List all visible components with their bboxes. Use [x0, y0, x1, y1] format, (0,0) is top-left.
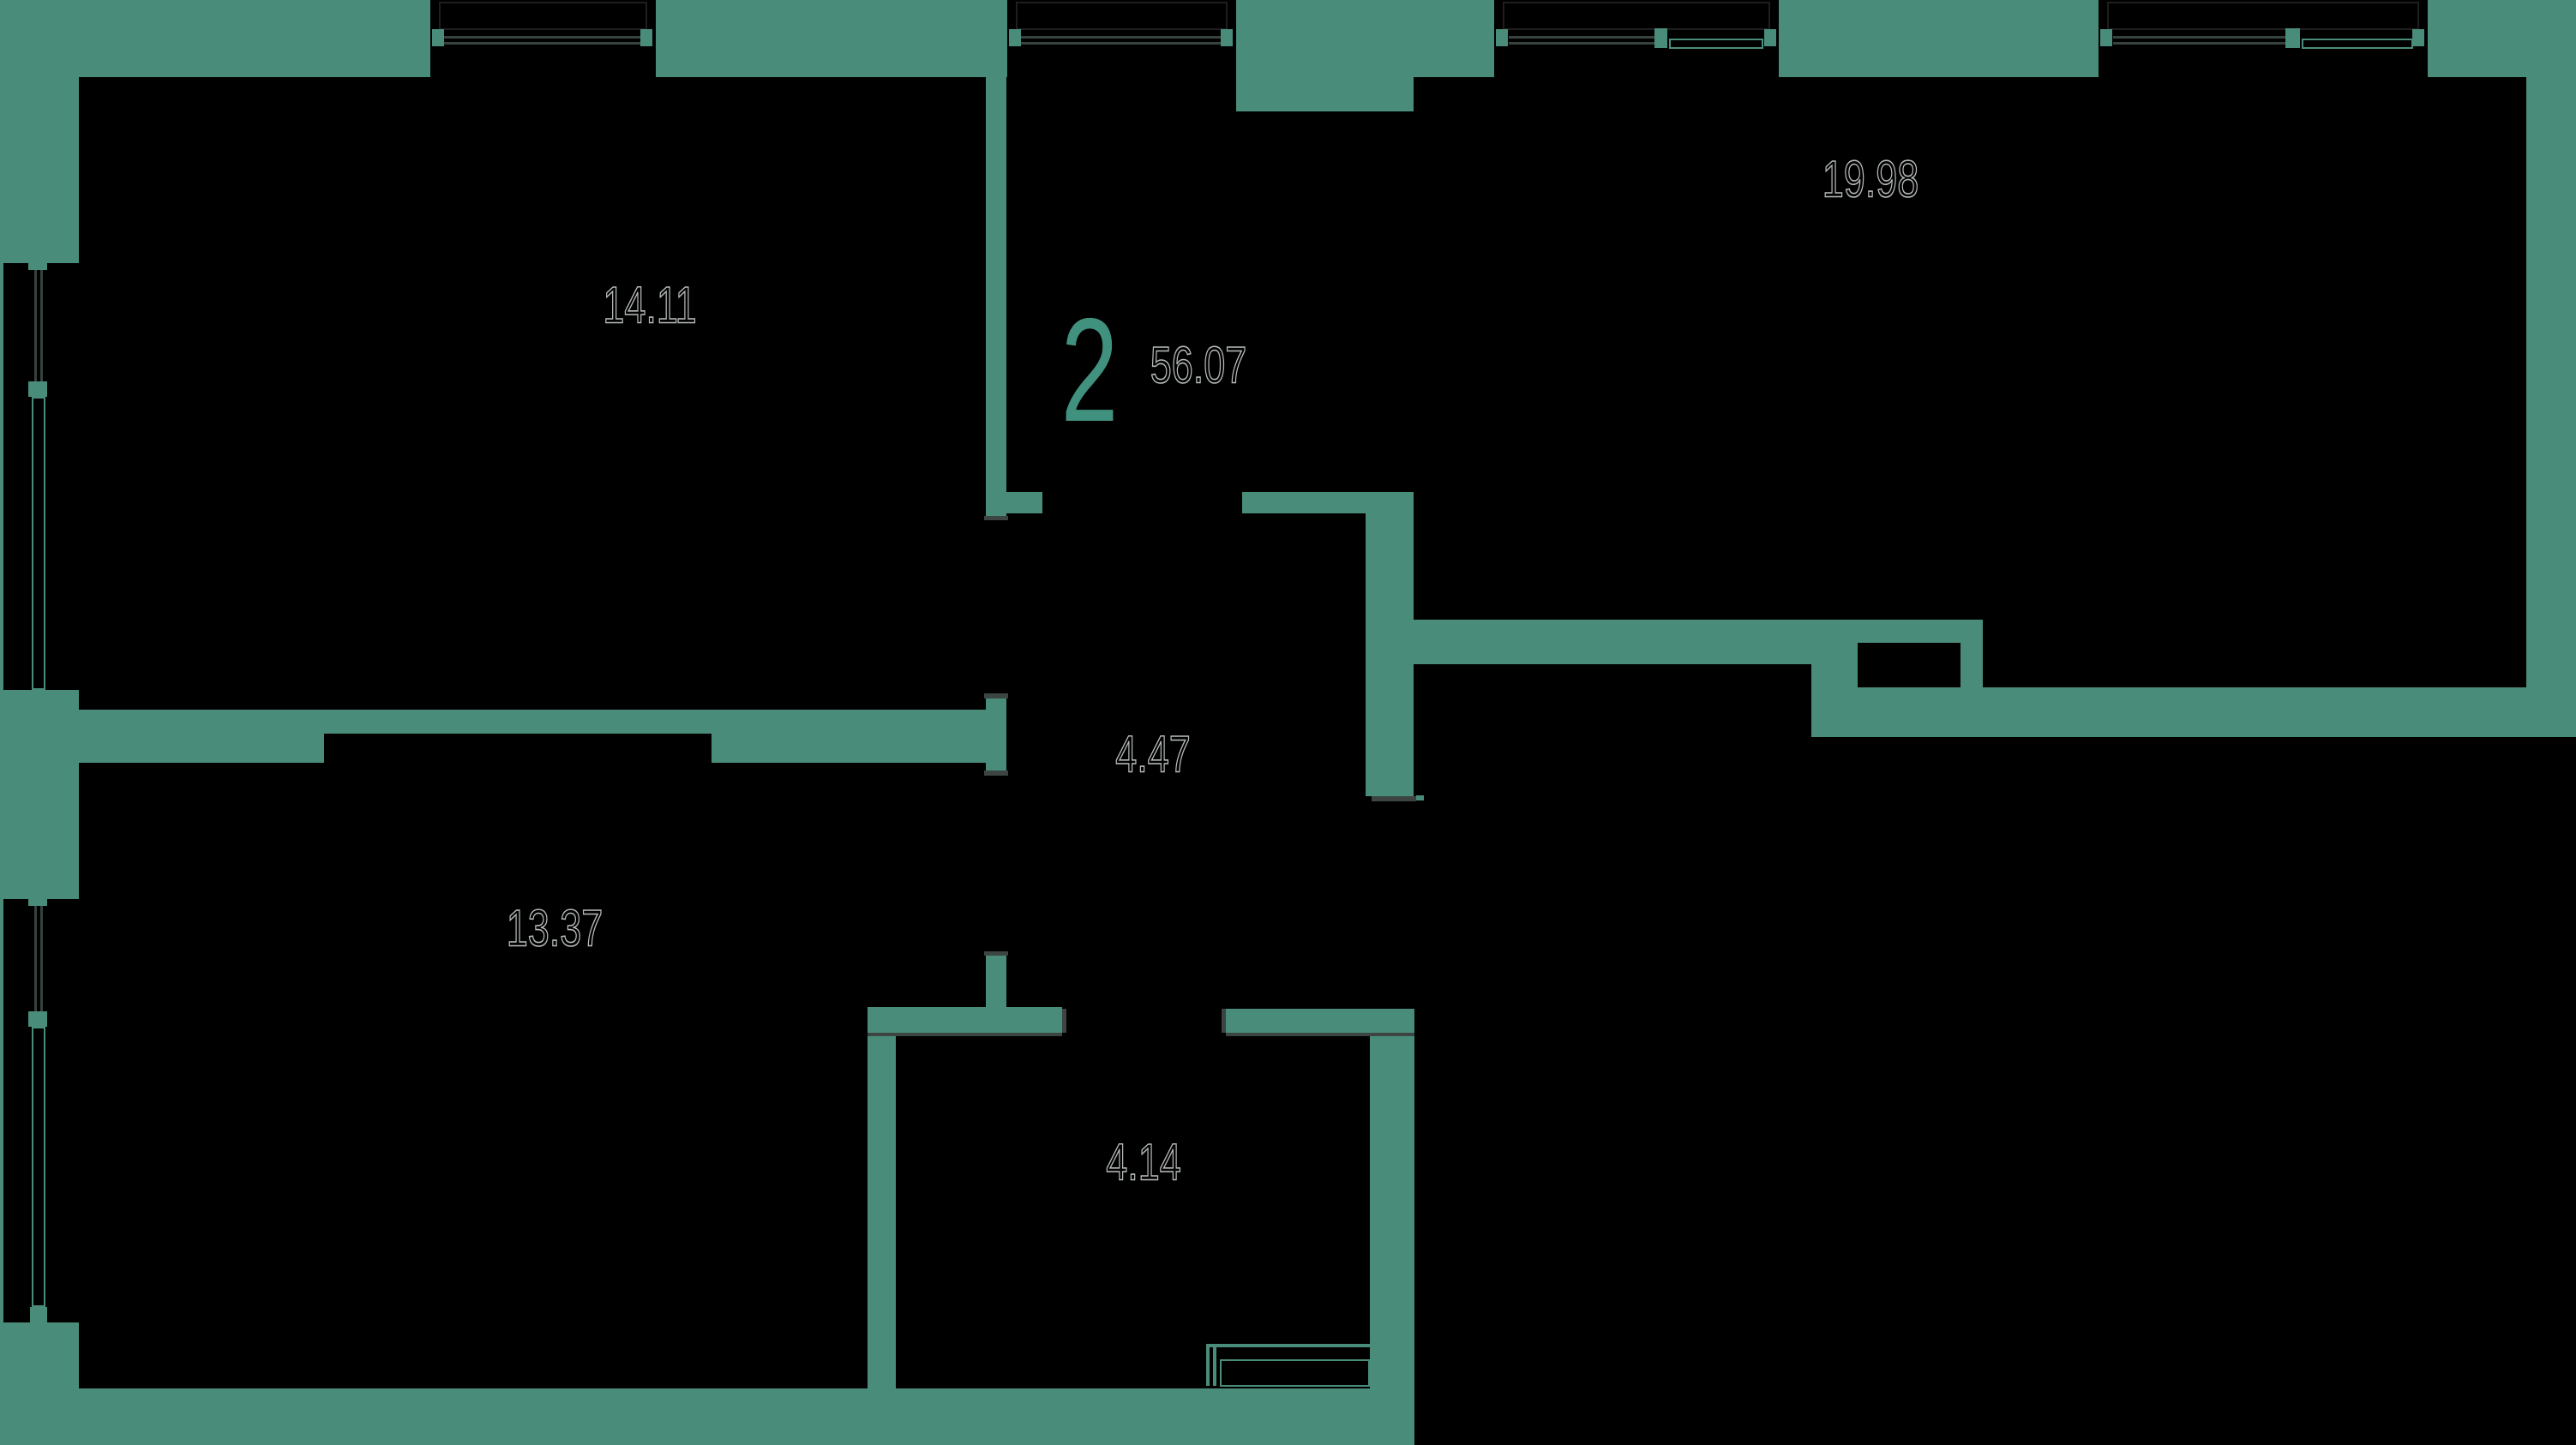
door-frame-hall	[1372, 796, 1416, 801]
room-bedroom-1	[79, 77, 986, 710]
window-c-sash	[1503, 2, 1770, 30]
wall-door-jamb-stub	[1006, 492, 1042, 513]
door-jamb-bathroom-right	[1222, 1009, 1226, 1033]
wall-bathroom-east	[1370, 1009, 1414, 1445]
window-d-sash	[2107, 2, 2419, 30]
area-label-living-kitchen: 19.98	[1822, 150, 1919, 209]
window-c-mullion	[1654, 28, 1667, 48]
wall-left-upper	[0, 0, 79, 263]
door-frame-hall-tick	[1416, 795, 1424, 800]
door-frame-bedroom2-bottom	[984, 951, 1008, 956]
window-b-glass-line-2	[1021, 42, 1221, 45]
window-left2-mullion	[28, 1011, 47, 1027]
window-left2-end-cap	[30, 1307, 47, 1322]
window-b-hook-right	[1221, 29, 1233, 46]
window-c-door-sill	[1669, 39, 1763, 49]
bath-door-track-line	[1206, 1344, 1370, 1347]
window-c-glass-line-2	[1509, 42, 1654, 45]
window-b-sash	[1016, 2, 1228, 30]
window-left1-hook-top	[28, 256, 47, 270]
window-d-mullion	[2285, 28, 2300, 48]
wall-bathroom-west	[868, 1007, 896, 1388]
window-c-glass-line-1	[1509, 36, 1654, 39]
window-b-hook-left	[1009, 29, 1021, 46]
window-left2-glass-line-2	[40, 906, 43, 1011]
wall-corridor-top	[1242, 492, 1414, 513]
window-b-glass-line-1	[1021, 36, 1221, 39]
door-frame-bedroom1-top	[984, 516, 1008, 520]
total-area-label: 56.07	[1150, 336, 1247, 395]
window-left1-glass-line-2	[40, 270, 43, 381]
door-jamb-bathroom-left	[1062, 1009, 1066, 1033]
wall-corridor-east	[1366, 513, 1414, 796]
area-label-bathroom: 4.14	[1106, 1133, 1182, 1192]
window-left2-sill-tick	[34, 1324, 71, 1328]
wall-livingroom-bottom	[1811, 687, 2576, 737]
window-left2-door-sill	[32, 1027, 45, 1307]
window-a-glass-line-2	[444, 42, 640, 45]
wall-bedroom1-east	[986, 75, 1006, 516]
window-a-glass-line-1	[444, 36, 640, 39]
bath-door-leaf	[1220, 1359, 1370, 1387]
window-left1-mullion	[28, 381, 47, 397]
window-d-glass-line-2	[2113, 42, 2285, 45]
area-label-bedroom-1: 14.11	[603, 276, 697, 335]
window-d-hook-right	[2412, 29, 2424, 46]
window-c-hook-right	[1764, 29, 1776, 46]
wall-right	[2526, 0, 2576, 737]
window-a-hook-right	[640, 29, 652, 46]
area-label-corridor: 4.47	[1115, 725, 1192, 784]
wall-edge-line-bath-right	[1226, 1033, 1414, 1036]
room-bedroom-2	[79, 763, 868, 1388]
door-frame-bedroom1-bottom	[984, 693, 1008, 699]
window-d-door-sill	[2302, 39, 2413, 49]
window-b-opening	[1007, 0, 1236, 77]
wall-corridor-west-stub-upper	[986, 699, 1006, 774]
window-left2-hook-top	[28, 892, 47, 906]
bath-door-jamb-line-2	[1213, 1344, 1216, 1386]
window-left1-edge-line	[0, 263, 3, 690]
window-left1-door-sill	[32, 397, 45, 690]
wall-bottom	[0, 1388, 1414, 1445]
wall-niche-recess	[324, 734, 712, 763]
window-a-opening	[430, 0, 656, 77]
window-a-sash	[439, 2, 647, 30]
window-left2-edge-line	[0, 899, 3, 1322]
room-bathroom	[896, 1033, 1370, 1388]
wall-edge-line-bath-left	[868, 1033, 1062, 1036]
door-frame-bedroom2-top	[984, 770, 1008, 776]
duct-shaft-opening	[1858, 643, 1961, 687]
room-hall	[1414, 664, 1811, 801]
wall-shaft-right	[1961, 620, 1983, 687]
wall-top-deep-section	[1236, 75, 1414, 111]
window-a-hook-left	[432, 29, 444, 46]
window-d-hook-left	[2100, 29, 2112, 46]
wall-corridor-west-stub-lower	[986, 956, 1006, 1009]
window-left1-glass-line-1	[34, 270, 37, 381]
area-label-bedroom-2: 13.37	[506, 899, 603, 958]
window-d-glass-line-1	[2113, 36, 2285, 39]
wall-bathroom-top-left	[868, 1007, 1062, 1033]
room-count-digit: 2	[1060, 288, 1119, 453]
window-left2-glass-line-1	[34, 906, 37, 1011]
window-c-hook-left	[1496, 29, 1508, 46]
bath-door-jamb-line-1	[1206, 1344, 1210, 1386]
